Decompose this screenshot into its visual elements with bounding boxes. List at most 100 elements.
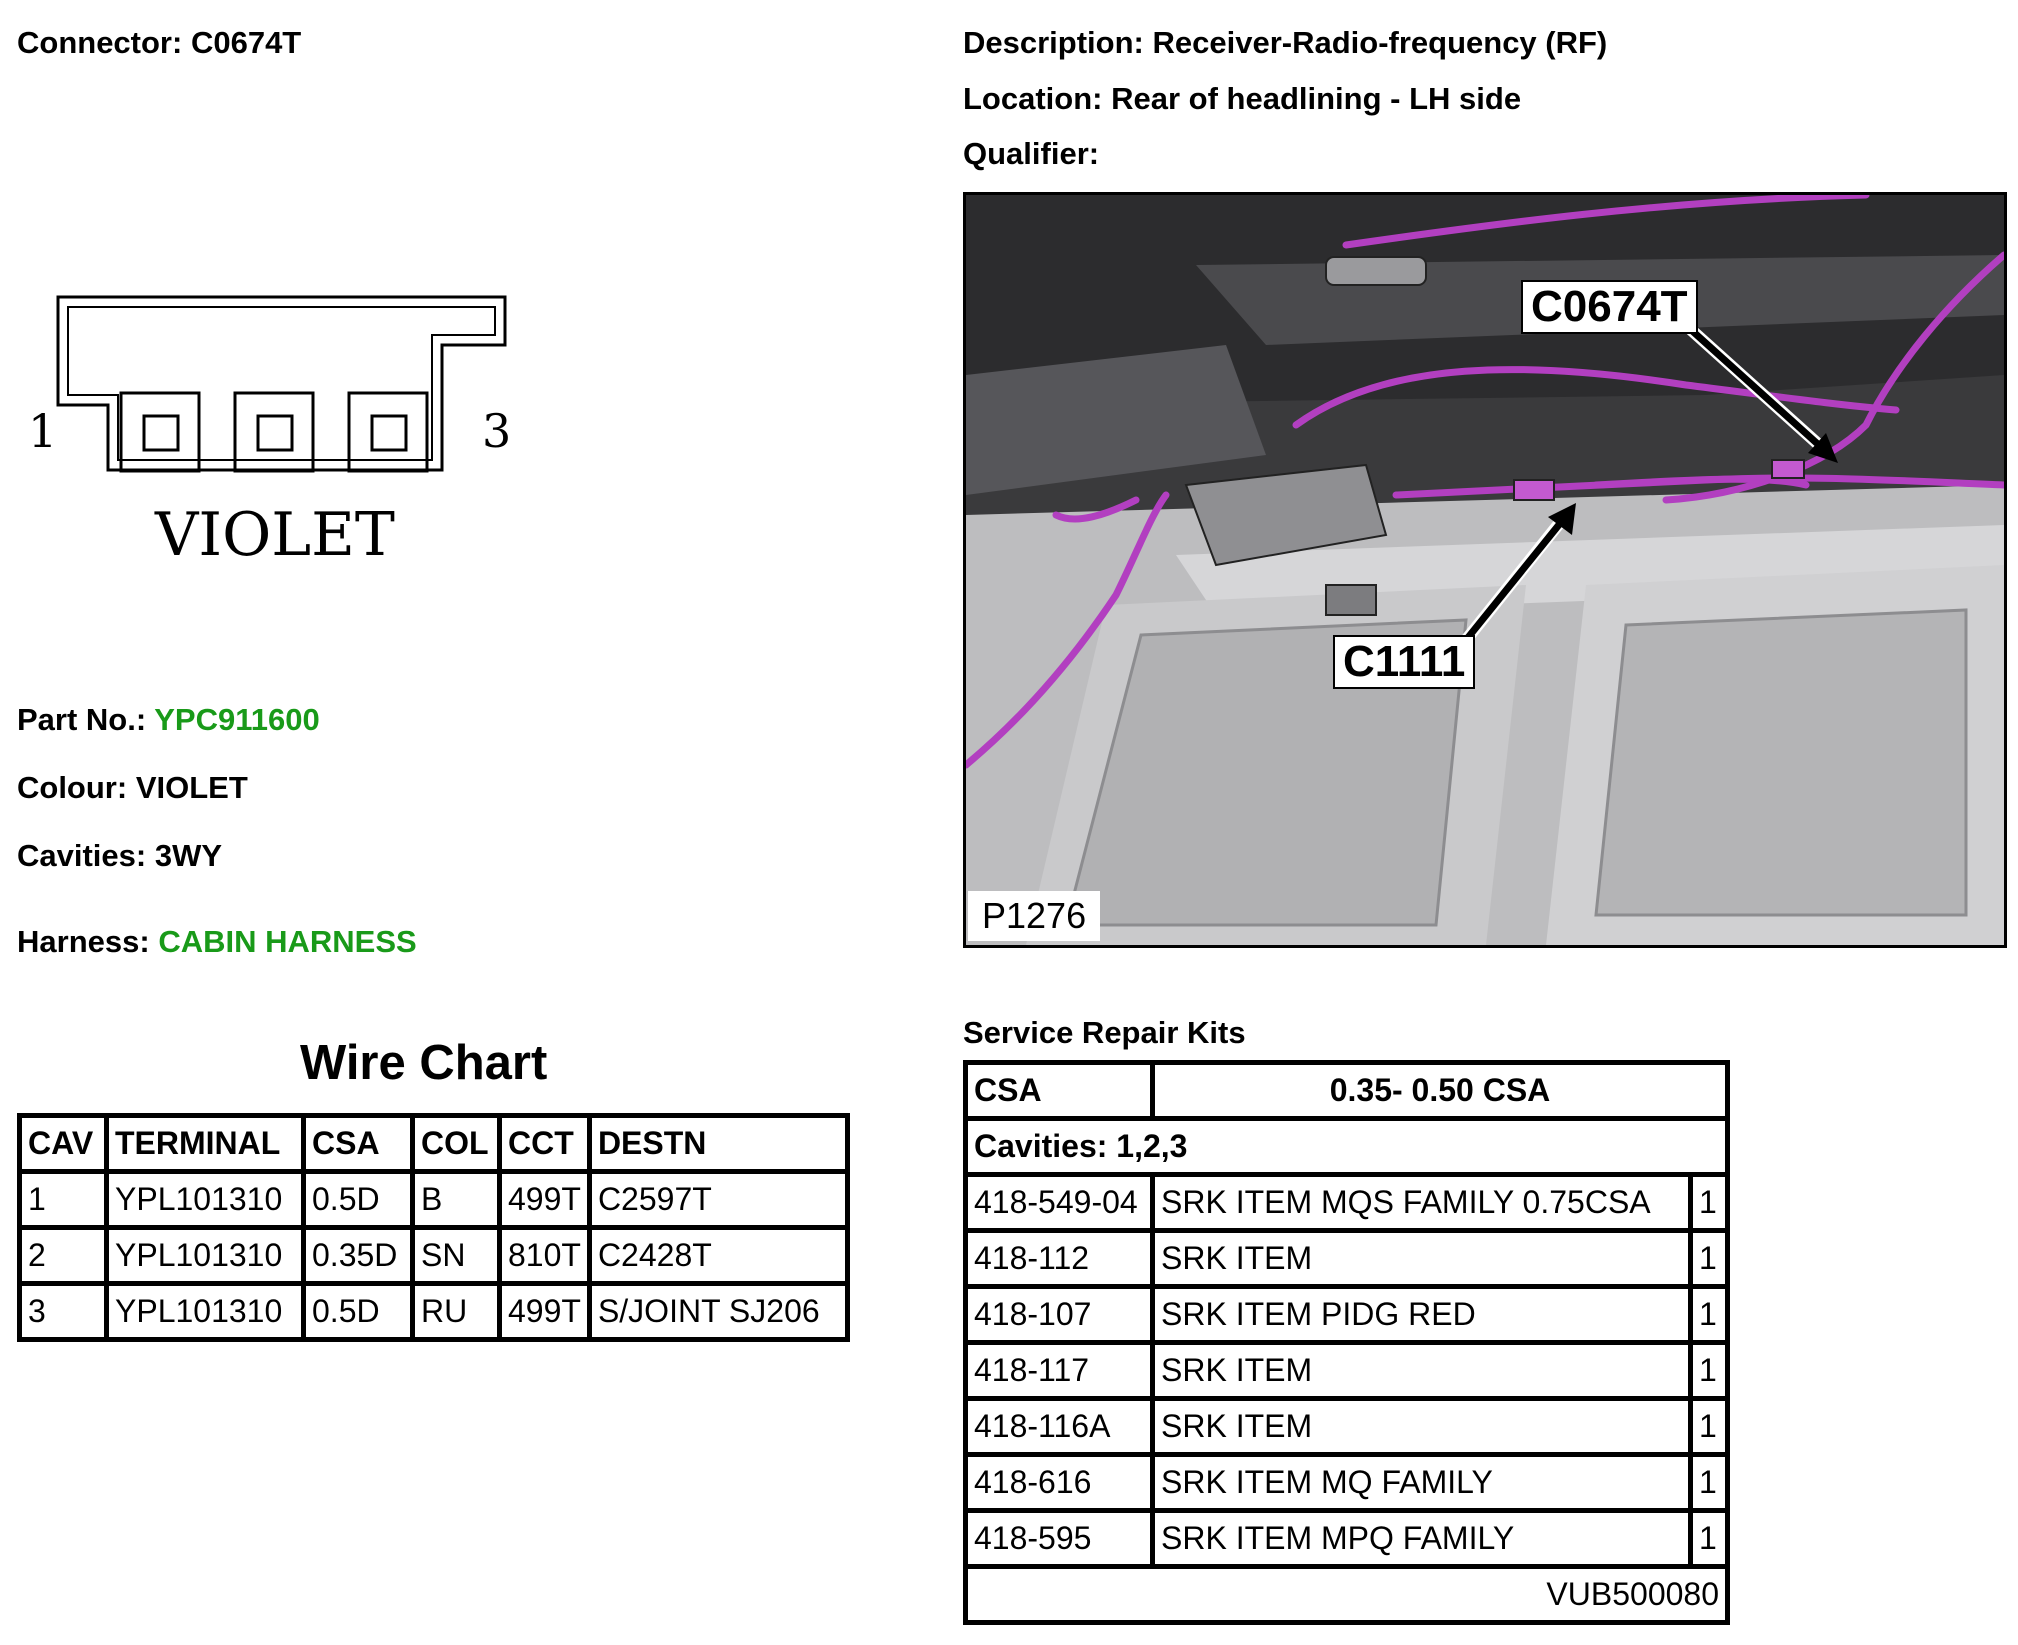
srk-quantity: 1 — [1693, 1177, 1725, 1228]
table-row: 418-549-04 SRK ITEM MQS FAMILY 0.75CSA 1 — [968, 1177, 1725, 1228]
location-photo: C0674T C1111 P1276 — [963, 192, 2007, 948]
callout-c1111: C1111 — [1333, 635, 1476, 689]
cavities-label: Cavities: — [17, 838, 147, 873]
srk-csa-label: CSA — [968, 1065, 1150, 1116]
description-label: Description: — [963, 25, 1144, 60]
header-col: COL — [415, 1118, 497, 1169]
cell-cav: 1 — [22, 1174, 104, 1225]
cell-cct: 810T — [502, 1230, 587, 1281]
header-cct: CCT — [502, 1118, 587, 1169]
srk-csa-row: CSA 0.35- 0.50 CSA — [968, 1065, 1725, 1116]
srk-part-number: 418-117 — [968, 1345, 1150, 1396]
cell-csa: 0.35D — [306, 1230, 410, 1281]
header-csa: CSA — [306, 1118, 410, 1169]
srk-description: SRK ITEM — [1155, 1401, 1688, 1452]
srk-description: SRK ITEM — [1155, 1345, 1688, 1396]
qualifier-label: Qualifier: — [963, 136, 1100, 171]
srk-quantity: 1 — [1693, 1513, 1725, 1564]
connector-id: C0674T — [190, 25, 302, 60]
description-line: Description: Receiver-Radio-frequency (R… — [963, 25, 1607, 61]
srk-description: SRK ITEM MQ FAMILY — [1155, 1457, 1688, 1508]
srk-footer-code: VUB500080 — [968, 1569, 1725, 1620]
srk-quantity: 1 — [1693, 1289, 1725, 1340]
service-repair-kits-title: Service Repair Kits — [963, 1015, 1246, 1050]
cell-destn: S/JOINT SJ206 — [591, 1286, 845, 1337]
connector-label: Connector: — [17, 25, 183, 60]
harness-line: Harness: CABIN HARNESS — [17, 924, 417, 960]
callout-c0674t: C0674T — [1521, 280, 1698, 334]
cavities-value: 3WY — [154, 838, 223, 873]
harness-value: CABIN HARNESS — [158, 924, 417, 959]
vehicle-interior-illustration — [966, 195, 2004, 945]
table-row: 418-112 SRK ITEM 1 — [968, 1233, 1725, 1284]
description-value: Receiver-Radio-frequency (RF) — [1152, 25, 1608, 60]
cell-cct: 499T — [502, 1286, 587, 1337]
srk-description: SRK ITEM MQS FAMILY 0.75CSA — [1155, 1177, 1688, 1228]
srk-description: SRK ITEM MPQ FAMILY — [1155, 1513, 1688, 1564]
part-number-label: Part No.: — [17, 702, 147, 737]
cell-col: RU — [415, 1286, 497, 1337]
qualifier-line: Qualifier: — [963, 136, 1099, 172]
srk-part-number: 418-116A — [968, 1401, 1150, 1452]
location-value: Rear of headlining - LH side — [1111, 81, 1522, 116]
table-row: 3 YPL101310 0.5D RU 499T S/JOINT SJ206 — [22, 1286, 845, 1337]
location-label: Location: — [963, 81, 1103, 116]
srk-csa-range: 0.35- 0.50 CSA — [1155, 1065, 1725, 1116]
srk-part-number: 418-107 — [968, 1289, 1150, 1340]
cell-col: B — [415, 1174, 497, 1225]
srk-description: SRK ITEM — [1155, 1233, 1688, 1284]
srk-description: SRK ITEM PIDG RED — [1155, 1289, 1688, 1340]
harness-label: Harness: — [17, 924, 150, 959]
cavity-1 — [119, 391, 201, 473]
table-row: 1 YPL101310 0.5D B 499T C2597T — [22, 1174, 845, 1225]
photo-reference: P1276 — [968, 891, 1101, 941]
part-number-line: Part No.: YPC911600 — [17, 702, 320, 738]
pin-3-label: 3 — [482, 404, 511, 458]
srk-part-number: 418-549-04 — [968, 1177, 1150, 1228]
header-destn: DESTN — [591, 1118, 845, 1169]
cell-terminal: YPL101310 — [109, 1230, 301, 1281]
cavity-2 — [233, 391, 315, 473]
cell-terminal: YPL101310 — [109, 1174, 301, 1225]
srk-quantity: 1 — [1693, 1233, 1725, 1284]
cell-cav: 2 — [22, 1230, 104, 1281]
cell-cav: 3 — [22, 1286, 104, 1337]
table-row: 418-616 SRK ITEM MQ FAMILY 1 — [968, 1457, 1725, 1508]
table-row: 418-107 SRK ITEM PIDG RED 1 — [968, 1289, 1725, 1340]
srk-part-number: 418-595 — [968, 1513, 1150, 1564]
colour-value: VIOLET — [135, 770, 248, 805]
srk-footer-row: VUB500080 — [968, 1569, 1725, 1620]
wire-chart-table: CAV TERMINAL CSA COL CCT DESTN 1 YPL1013… — [17, 1113, 850, 1342]
service-repair-kits-table: CSA 0.35- 0.50 CSA Cavities: 1,2,3 418-5… — [963, 1060, 1730, 1625]
cell-destn: C2428T — [591, 1230, 845, 1281]
cell-cct: 499T — [502, 1174, 587, 1225]
srk-part-number: 418-616 — [968, 1457, 1150, 1508]
srk-cavities-row: Cavities: 1,2,3 — [968, 1121, 1725, 1172]
connector-colour-text: VIOLET — [154, 500, 395, 570]
colour-line: Colour: VIOLET — [17, 770, 248, 806]
header-terminal: TERMINAL — [109, 1118, 301, 1169]
srk-quantity: 1 — [1693, 1457, 1725, 1508]
table-row: 418-117 SRK ITEM 1 — [968, 1345, 1725, 1396]
srk-cavities: Cavities: 1,2,3 — [968, 1121, 1725, 1172]
srk-quantity: 1 — [1693, 1401, 1725, 1452]
location-line: Location: Rear of headlining - LH side — [963, 81, 1521, 117]
cell-csa: 0.5D — [306, 1286, 410, 1337]
part-number-value: YPC911600 — [154, 702, 320, 737]
srk-quantity: 1 — [1693, 1345, 1725, 1396]
cavity-3 — [347, 391, 429, 473]
table-row: 418-595 SRK ITEM MPQ FAMILY 1 — [968, 1513, 1725, 1564]
colour-label: Colour: — [17, 770, 128, 805]
wire-chart-title: Wire Chart — [300, 1036, 548, 1090]
pin-1-label: 1 — [28, 404, 57, 458]
cell-destn: C2597T — [591, 1174, 845, 1225]
wire-chart-header-row: CAV TERMINAL CSA COL CCT DESTN — [22, 1118, 845, 1169]
cell-terminal: YPL101310 — [109, 1286, 301, 1337]
cavities-line: Cavities: 3WY — [17, 838, 222, 874]
header-cav: CAV — [22, 1118, 104, 1169]
table-row: 2 YPL101310 0.35D SN 810T C2428T — [22, 1230, 845, 1281]
cell-col: SN — [415, 1230, 497, 1281]
connector-heading: Connector: C0674T — [17, 25, 301, 61]
cell-csa: 0.5D — [306, 1174, 410, 1225]
srk-part-number: 418-112 — [968, 1233, 1150, 1284]
